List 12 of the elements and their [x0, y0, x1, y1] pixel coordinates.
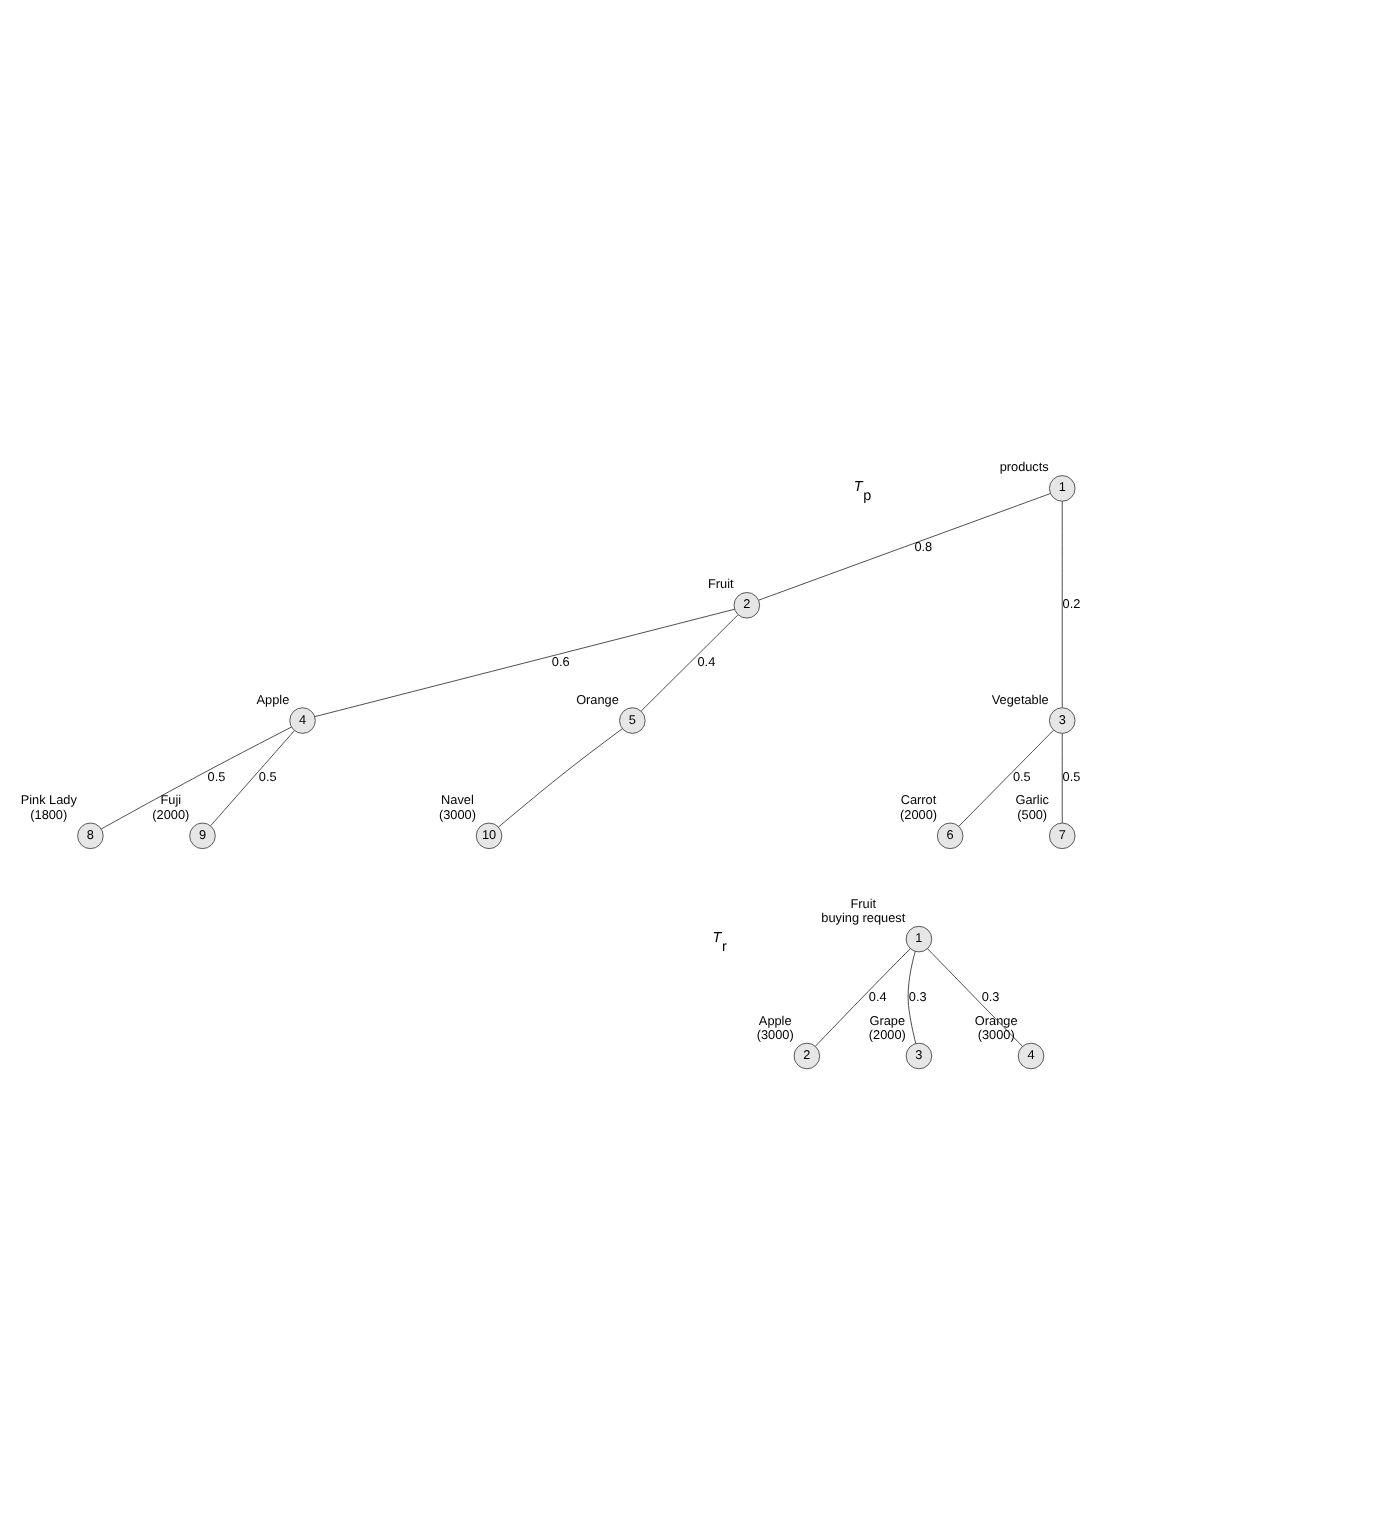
- connector: [100, 726, 292, 830]
- connector: [498, 728, 623, 828]
- connector: [1061, 733, 1063, 824]
- connector: [210, 730, 295, 826]
- connector: [958, 729, 1054, 827]
- connector: [907, 951, 917, 1044]
- connector: [1061, 500, 1063, 708]
- connector: [758, 493, 1051, 601]
- connector: [314, 608, 735, 717]
- connector: [815, 948, 911, 1047]
- connector: [927, 948, 1023, 1047]
- connector: [640, 614, 739, 712]
